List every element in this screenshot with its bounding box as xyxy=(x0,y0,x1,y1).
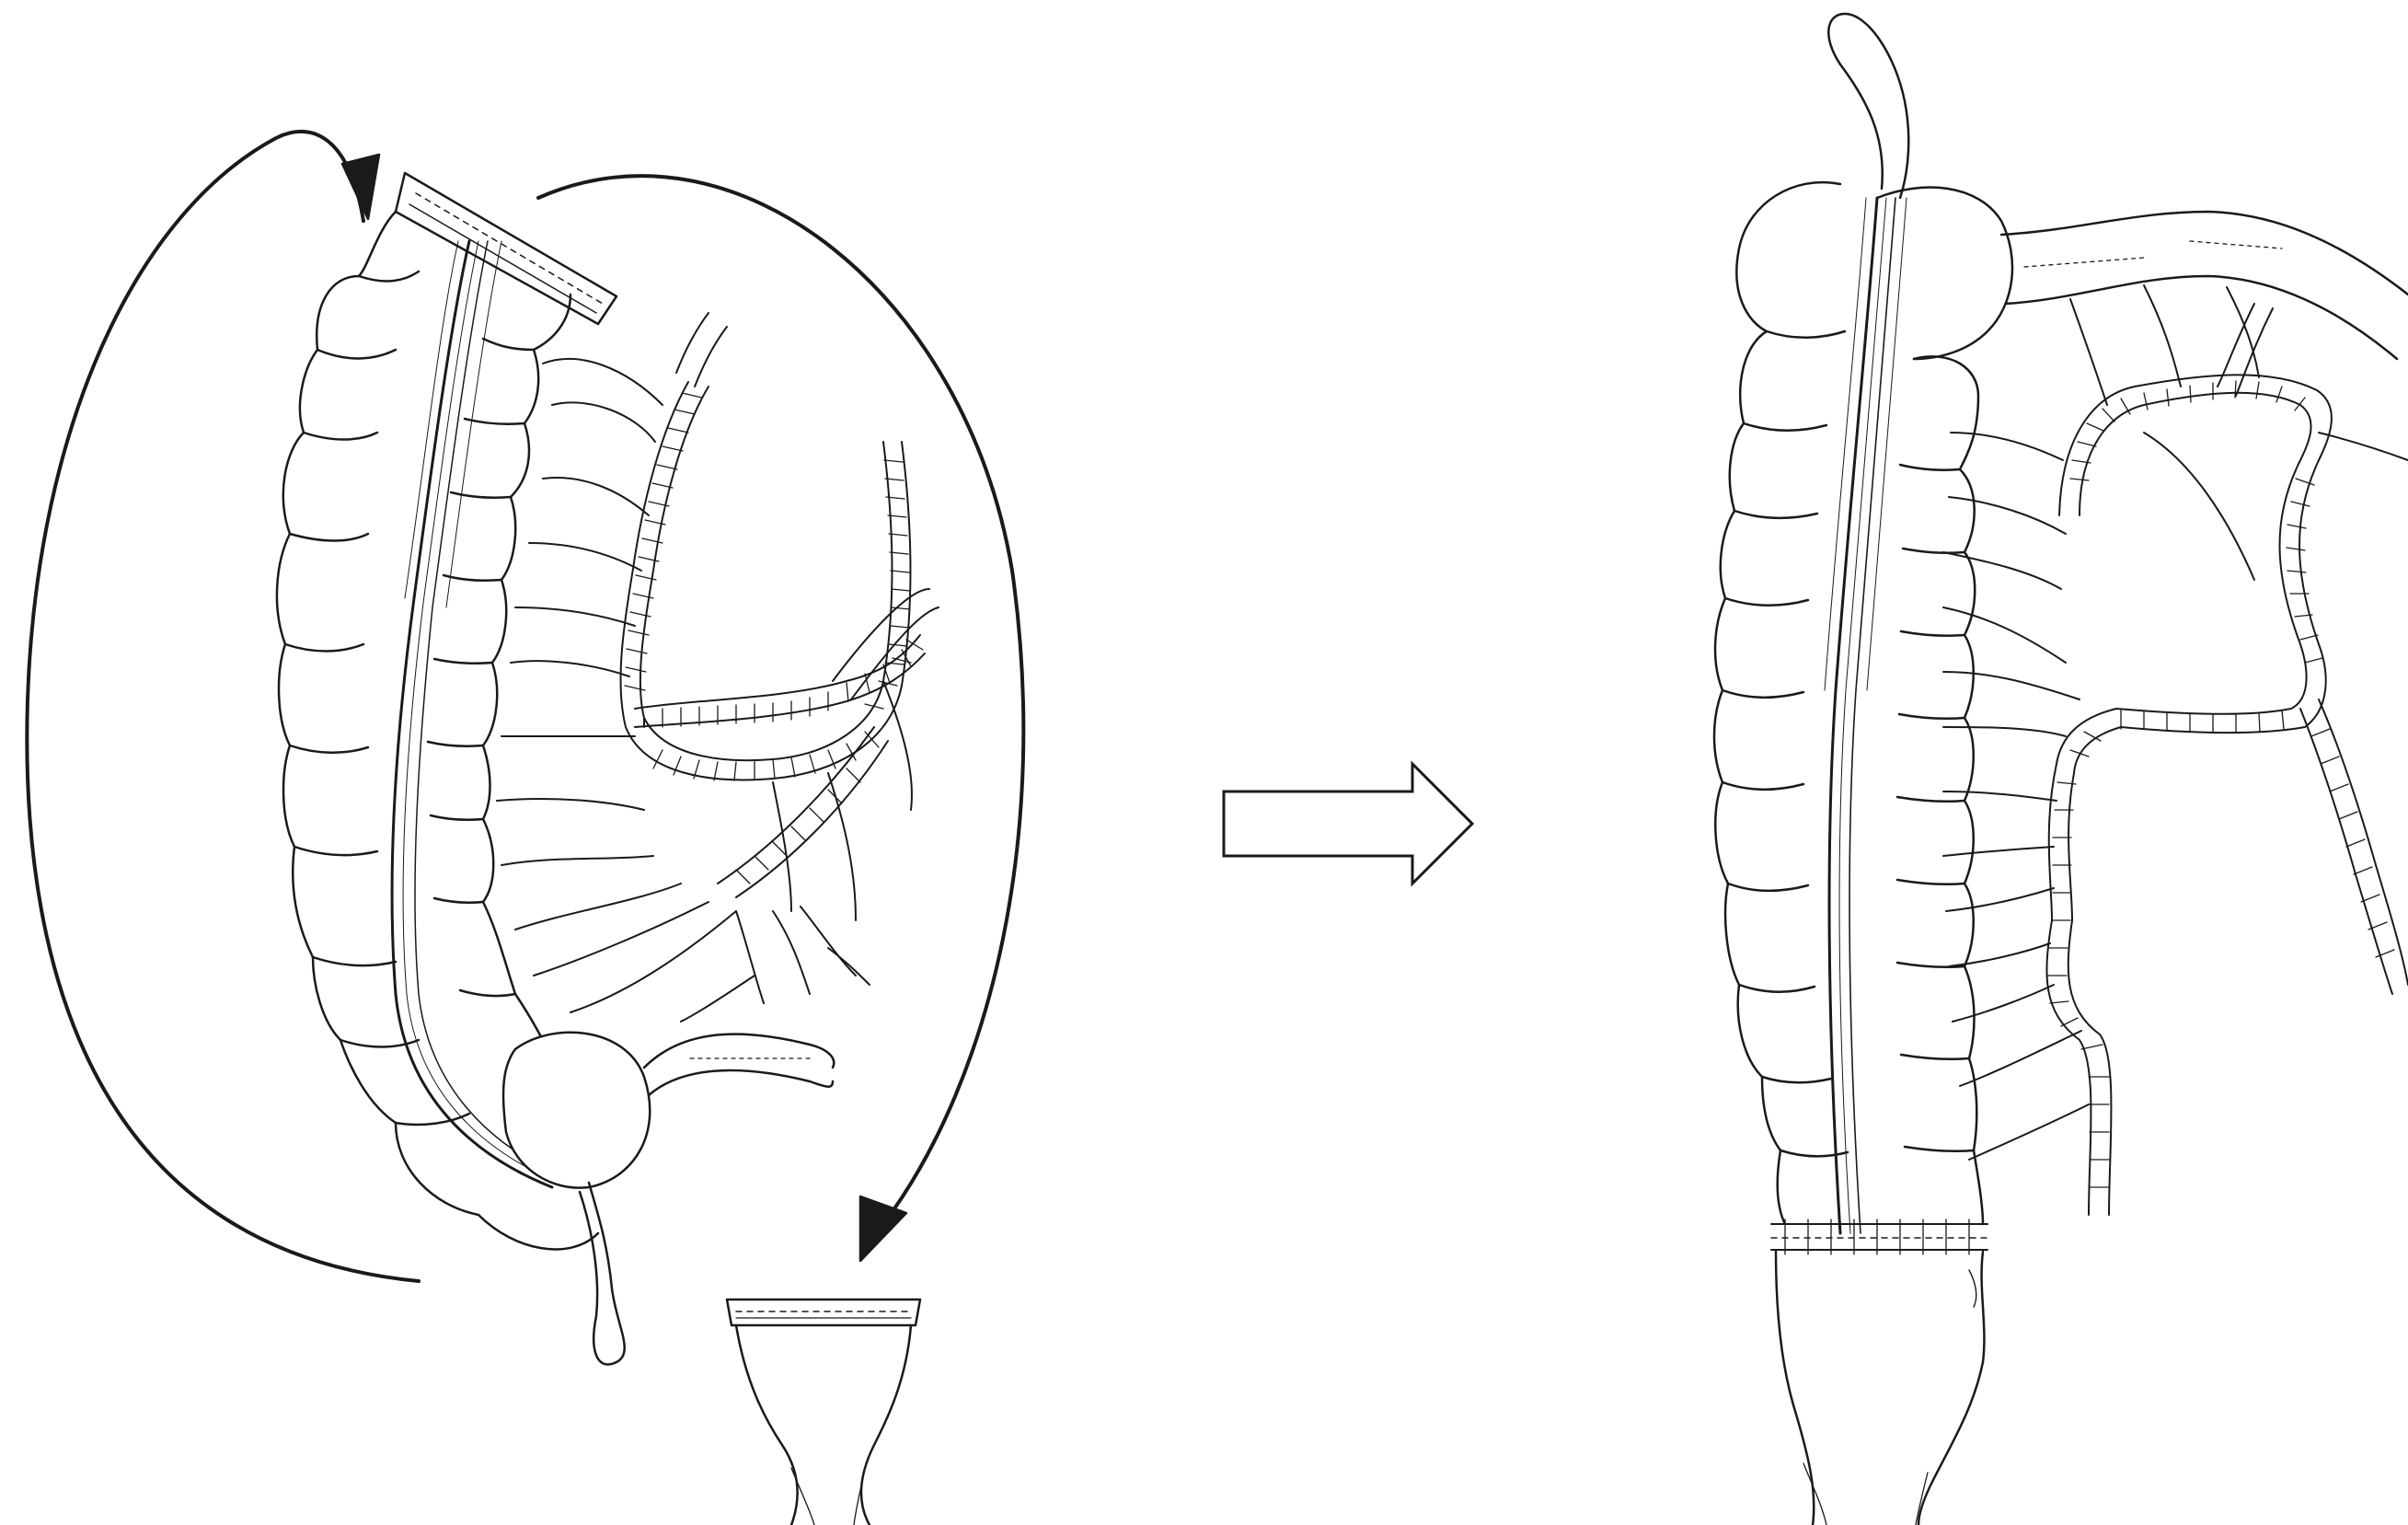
arrowhead-left-icon xyxy=(340,153,381,221)
curved-arrow-left-icon xyxy=(25,129,421,1283)
mesenteric-vessels-before xyxy=(496,312,939,1022)
ileum xyxy=(1999,210,2408,361)
rectal-stump xyxy=(725,1298,922,1525)
before-panel xyxy=(25,129,1026,1525)
arrowhead-right-icon xyxy=(858,1195,908,1263)
colon-segment-after xyxy=(1712,180,2014,1525)
mesenteric-vessels-after xyxy=(1942,284,2408,1216)
right-arrow-icon xyxy=(1222,760,1475,887)
after-panel xyxy=(1712,12,2408,1525)
appendix xyxy=(1827,12,1910,200)
curved-arrow-right-icon xyxy=(536,174,1026,1226)
colon-segment-before xyxy=(275,171,835,1366)
